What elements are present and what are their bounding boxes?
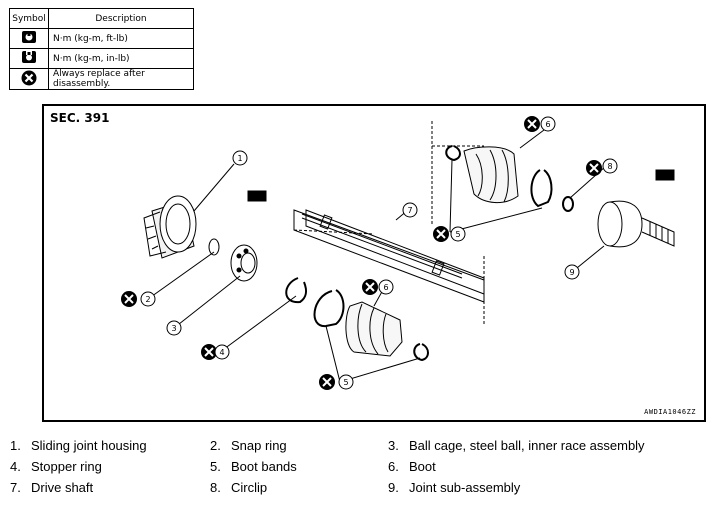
- symbol-legend-table: Symbol Description N·m (kg-m, ft-lb) N·m…: [9, 8, 194, 90]
- callout-7-circle: [402, 202, 418, 218]
- small-band-left: [413, 343, 429, 362]
- replace-x-icon: [523, 115, 541, 133]
- callout-7: 7: [407, 206, 412, 215]
- callout-3: 3: [171, 324, 176, 333]
- part-5: 5.Boot bands: [210, 459, 297, 474]
- boot-band-upper-small: [445, 145, 461, 162]
- callout-6b: 6: [545, 120, 550, 129]
- legend-row-3-text: Always replace after disassembly.: [48, 68, 194, 90]
- torque-wrench-small-icon: [9, 48, 49, 69]
- callout-2-circle: [140, 291, 156, 307]
- callout-9: 9: [569, 268, 574, 277]
- replace-x-icon: [361, 278, 379, 296]
- callout-5a-circle: [338, 374, 354, 390]
- callout-5b-circle: [450, 226, 466, 242]
- replace-x-icon: [318, 373, 336, 391]
- section-label: SEC. 391: [50, 111, 110, 125]
- callout-5b: 5: [455, 230, 460, 239]
- callout-8-circle: [602, 158, 618, 174]
- ball-cage-assembly: [230, 244, 258, 282]
- part-2: 2.Snap ring: [210, 438, 287, 453]
- part-7: 7.Drive shaft: [10, 480, 94, 495]
- circlip: [562, 196, 574, 212]
- boot-left: [345, 301, 403, 357]
- callout-6a-circle: [378, 279, 394, 295]
- part-8: 8.Circlip: [210, 480, 268, 495]
- callout-6a: 6: [383, 283, 388, 292]
- header-symbol: Symbol: [9, 8, 49, 29]
- boot-band-left: [313, 289, 345, 328]
- callout-8: 8: [607, 162, 612, 171]
- part-6: 6.Boot: [388, 459, 436, 474]
- stopper-ring: [285, 277, 308, 304]
- replace-x-icon: [585, 159, 603, 177]
- callout-4-circle: [214, 344, 230, 360]
- callout-2: 2: [145, 295, 150, 304]
- torque-wrench-icon: [9, 28, 49, 49]
- drive-shaft-exploded-art: 1 2 3 4 5 5 6 6 7 8 9: [120, 115, 675, 391]
- callout-4: 4: [219, 348, 224, 357]
- boot-right: [463, 146, 519, 203]
- callout-9-circle: [564, 264, 580, 280]
- exploded-diagram: SEC. 391 AWDIA1046ZZ: [42, 104, 706, 422]
- part-9: 9.Joint sub-assembly: [388, 480, 521, 495]
- torque-wrench-icon-left: [247, 190, 267, 202]
- callout-6b-circle: [540, 116, 556, 132]
- part-1: 1.Sliding joint housing: [10, 438, 147, 453]
- callout-1: 1: [237, 154, 242, 163]
- sliding-joint-housing: [143, 195, 197, 259]
- boot-band-upper-large: [530, 169, 553, 208]
- joint-sub-assembly: [597, 200, 675, 248]
- callout-3-circle: [166, 320, 182, 336]
- part-4: 4.Stopper ring: [10, 459, 102, 474]
- header-description: Description: [48, 8, 194, 29]
- diagram-code: AWDIA1046ZZ: [644, 408, 696, 416]
- replace-x-icon: [120, 290, 138, 308]
- replace-x-icon: [9, 68, 49, 90]
- legend-row-2-text: N·m (kg-m, in-lb): [48, 48, 194, 69]
- legend-row-1-text: N·m (kg-m, ft-lb): [48, 28, 194, 49]
- part-3: 3.Ball cage, steel ball, inner race asse…: [388, 438, 645, 453]
- callout-1-circle: [232, 150, 248, 166]
- replace-x-icon: [432, 225, 450, 243]
- snap-ring-left: [208, 238, 220, 256]
- callout-5a: 5: [343, 378, 348, 387]
- torque-wrench-icon-right: [655, 169, 675, 181]
